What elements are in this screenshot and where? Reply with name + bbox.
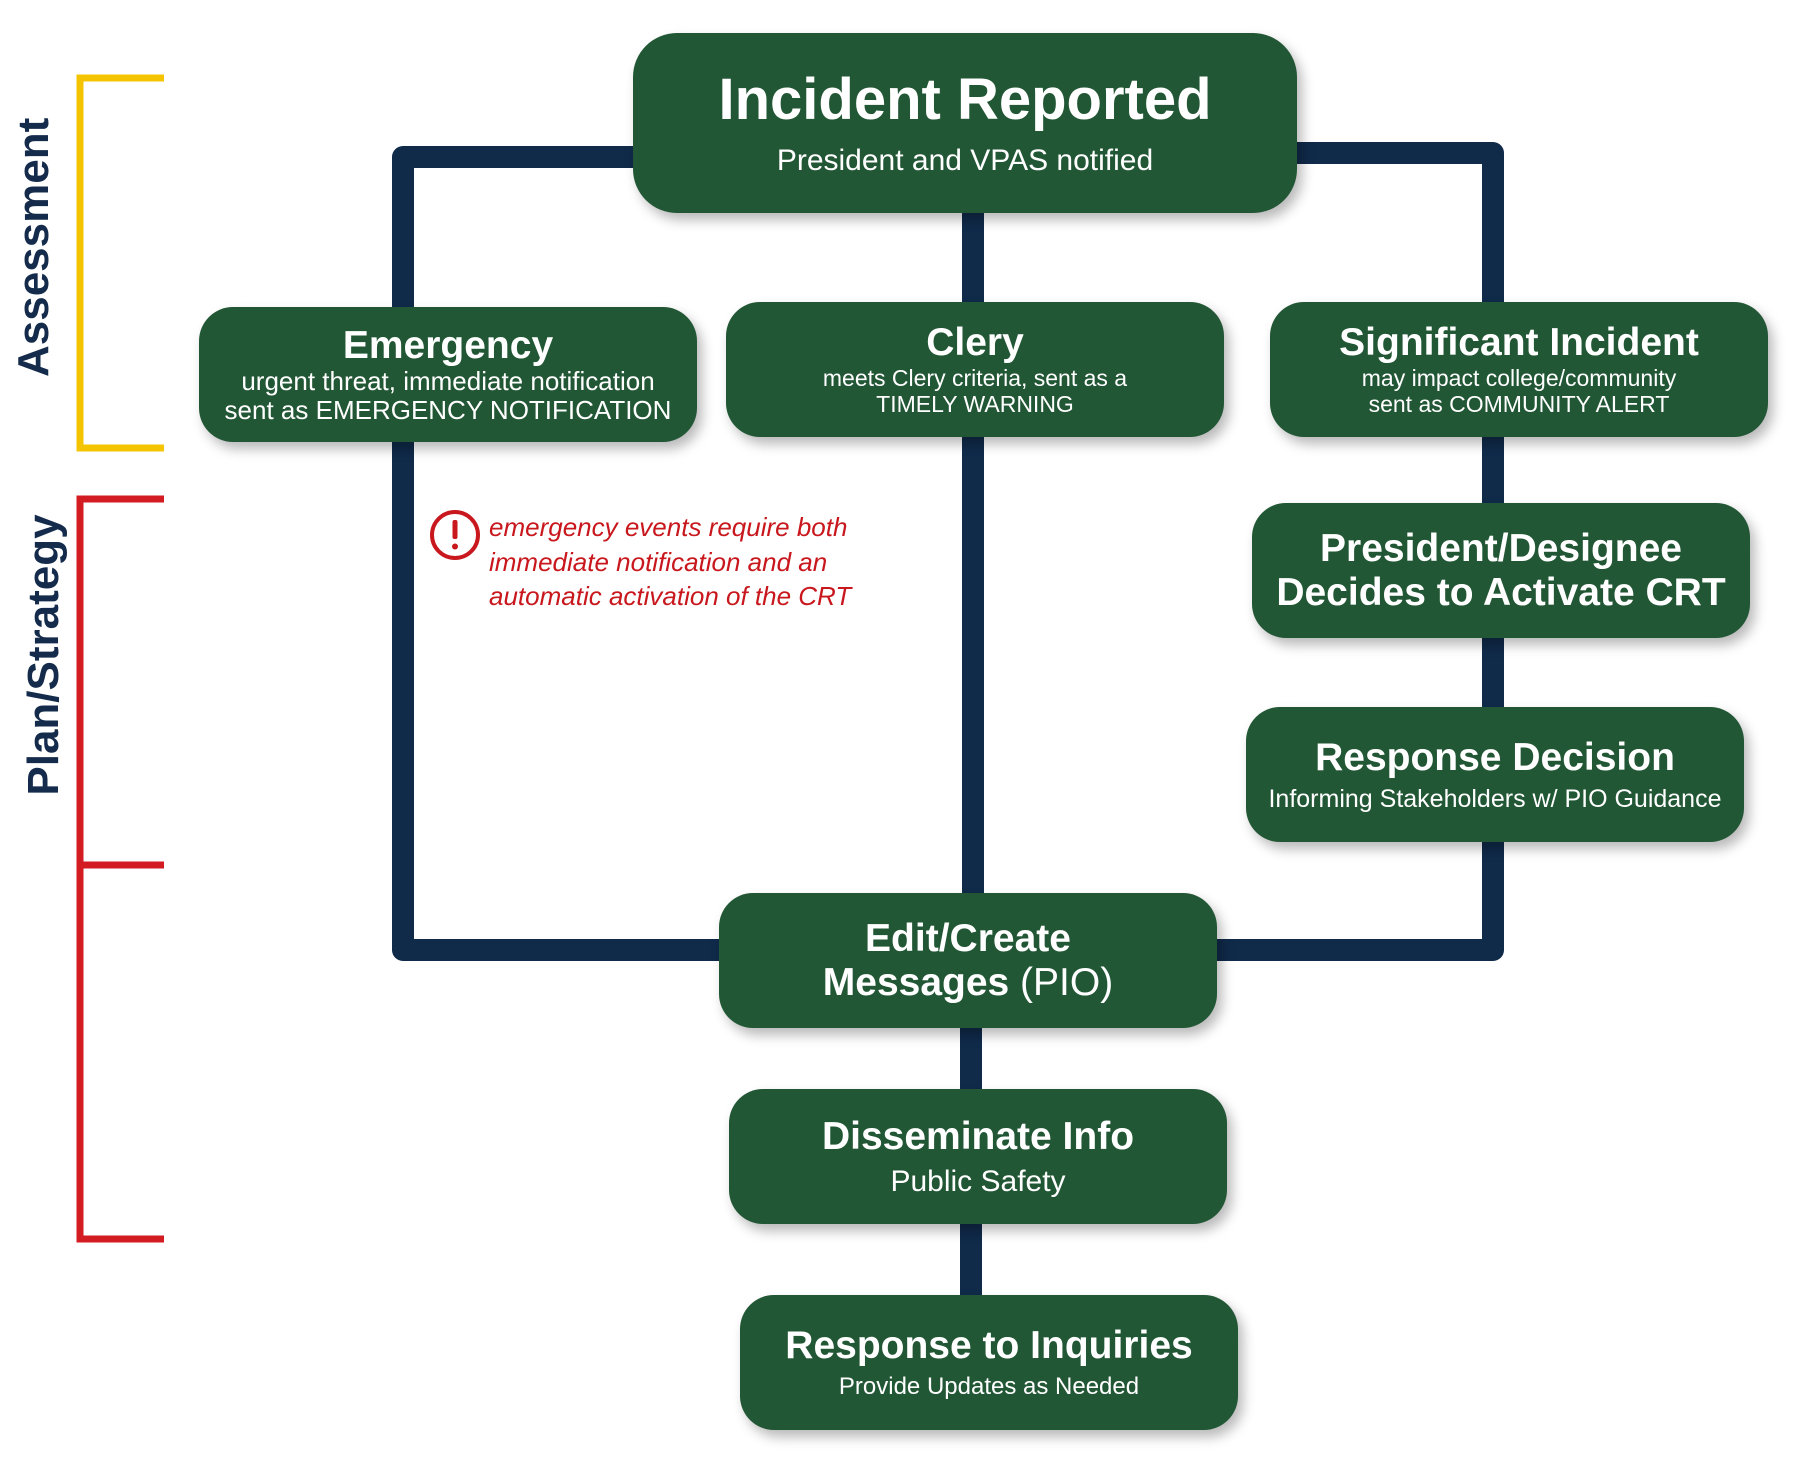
plan-bracket-lower [76,865,164,1243]
node-title-plain: (PIO) [1009,960,1114,1004]
node-subtitle: Provide Updates as Needed [838,1373,1140,1401]
node-title: Significant Incident [1339,320,1699,364]
node-edit-create-messages: Edit/Create Messages (PIO) [719,893,1217,1028]
node-response-decision: Response Decision Informing Stakeholders… [1246,707,1744,842]
node-title: Edit/Create [865,916,1071,960]
node-title: Response Decision [1315,735,1675,779]
exclamation-circle-icon [430,510,480,560]
node-subtitle: Informing Stakeholders w/ PIO Guidance [1268,785,1722,814]
node-title: Response to Inquiries [785,1323,1193,1367]
node-significant-incident: Significant Incident may impact college/… [1270,302,1768,437]
connector-left-loop [392,146,730,961]
note-line: immediate notification and an [489,546,828,577]
node-clery: Clery meets Clery criteria, sent as a TI… [726,302,1224,437]
node-title: Incident Reported [718,67,1212,133]
node-subtitle: TIMELY WARNING [876,391,1074,418]
note-line: automatic activation of the CRT [489,581,852,612]
note-line: emergency events require both [489,512,848,542]
node-response-to-inquiries: Response to Inquiries Provide Updates as… [740,1295,1238,1430]
node-title-line2: Messages (PIO) [823,961,1113,1005]
plan-strategy-label: Plan/Strategy [19,514,68,796]
node-subtitle: urgent threat, immediate notification [241,366,655,397]
node-subtitle: Public Safety [890,1164,1066,1198]
node-title: Disseminate Info [821,1114,1135,1158]
plan-bracket-upper [76,495,164,869]
node-title-bold: Messages [822,960,1010,1004]
node-title: Emergency [342,323,554,367]
node-emergency: Emergency urgent threat, immediate notif… [199,307,697,442]
node-subtitle: sent as COMMUNITY ALERT [1368,391,1670,418]
assessment-label: Assessment [9,117,58,377]
node-title: Decides to Activate CRT [1276,570,1726,614]
node-title: Clery [926,320,1024,364]
node-disseminate-info: Disseminate Info Public Safety [729,1089,1227,1224]
node-president-designee: President/Designee Decides to Activate C… [1252,503,1750,638]
node-incident-reported: Incident Reported President and VPAS not… [633,33,1297,213]
assessment-bracket [76,74,164,452]
crt-activation-note: emergency events require both immediate … [489,510,851,614]
node-title: President/Designee [1320,526,1682,570]
node-subtitle: President and VPAS notified [776,144,1154,178]
node-subtitle: may impact college/community [1361,364,1677,391]
node-subtitle: sent as EMERGENCY NOTIFICATION [224,395,672,426]
node-subtitle: meets Clery criteria, sent as a [822,364,1128,391]
